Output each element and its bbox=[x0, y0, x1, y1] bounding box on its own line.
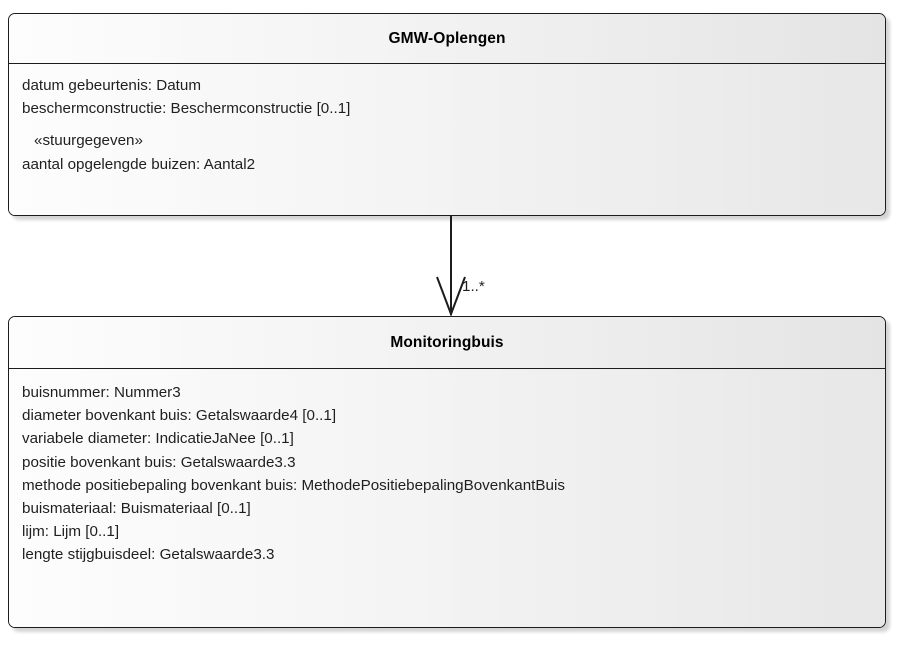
uml-class-header: Monitoringbuis bbox=[9, 317, 885, 369]
uml-class-monitoringbuis[interactable]: Monitoringbuis buisnummer: Nummer3 diame… bbox=[8, 316, 886, 628]
uml-attribute: beschermconstructie: Beschermconstructie… bbox=[22, 100, 351, 118]
uml-attribute: datum gebeurtenis: Datum bbox=[22, 77, 201, 94]
open-arrowhead-icon bbox=[436, 276, 466, 317]
association-multiplicity-label: 1..* bbox=[462, 278, 485, 295]
uml-attribute-compartment: datum gebeurtenis: Datum beschermconstru… bbox=[9, 64, 885, 215]
uml-attribute: variabele diameter: IndicatieJaNee [0..1… bbox=[22, 430, 294, 448]
uml-class-title: GMW-Oplengen bbox=[388, 29, 506, 47]
uml-attribute: positie bovenkant buis: Getalswaarde3.3 bbox=[22, 453, 296, 471]
uml-attribute: aantal opgelengde buizen: Aantal2 bbox=[22, 155, 256, 173]
uml-attribute: lijm: Lijm [0..1] bbox=[22, 523, 120, 541]
uml-class-title: Monitoringbuis bbox=[390, 333, 504, 351]
uml-class-header: GMW-Oplengen bbox=[9, 14, 885, 64]
uml-attribute-compartment: buisnummer: Nummer3 diameter bovenkant b… bbox=[9, 369, 885, 627]
uml-attribute: buismateriaal: Buismateriaal [0..1] bbox=[22, 500, 251, 518]
uml-stereotype-label: «stuurgegeven» bbox=[34, 132, 143, 150]
uml-attribute: lengte stijgbuisdeel: Getalswaarde3.3 bbox=[22, 546, 275, 564]
uml-attribute: diameter bovenkant buis: Getalswaarde4 [… bbox=[22, 407, 337, 425]
uml-attribute: buisnummer: Nummer3 bbox=[22, 384, 181, 401]
uml-class-gmw-oplengen[interactable]: GMW-Oplengen datum gebeurtenis: Datum be… bbox=[8, 13, 886, 216]
uml-attribute: methode positiebepaling bovenkant buis: … bbox=[22, 476, 565, 494]
